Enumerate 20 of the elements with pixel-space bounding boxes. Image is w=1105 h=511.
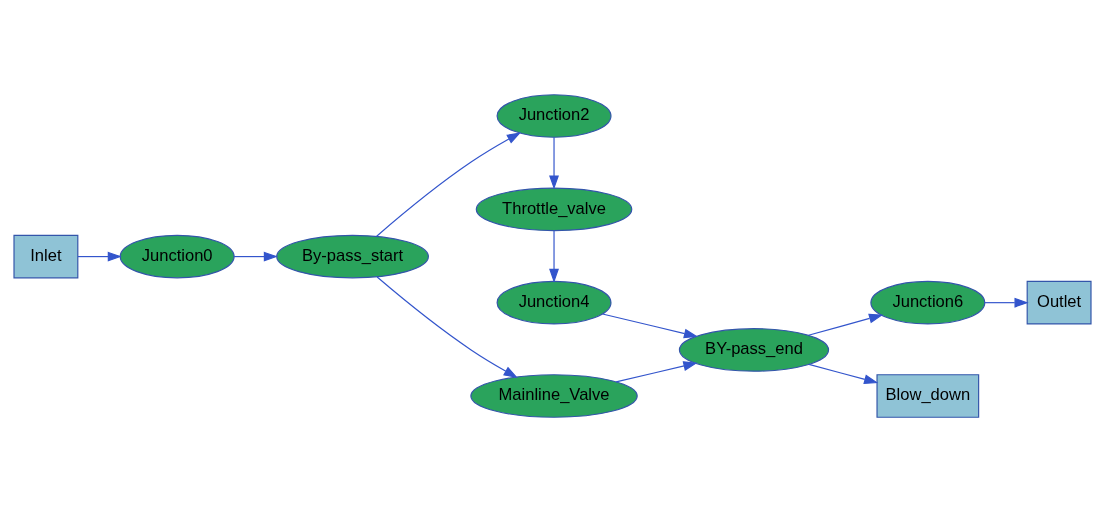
node-ellipse: Junction2 [496,93,612,138]
node-box: Inlet [13,234,79,278]
node-ellipse: Junction4 [496,280,612,325]
node-ellipse: By-pass_start [276,234,429,278]
node-ellipse: Throttle_valve [475,186,633,231]
node-ellipse: Mainline_Valve [470,373,638,418]
arrow [601,312,699,338]
node-box: Outlet [1026,280,1092,325]
arrow [807,313,884,336]
arrow [376,131,522,237]
arrow [549,229,559,283]
arrow [77,251,122,262]
arrow [549,136,559,190]
node-ellipse: Junction0 [119,234,235,278]
arrow [233,251,278,262]
arrow [984,297,1029,308]
arrow [376,275,518,378]
arrow [615,360,698,382]
node-box: Blow_down [876,373,980,418]
arrow [808,363,879,384]
